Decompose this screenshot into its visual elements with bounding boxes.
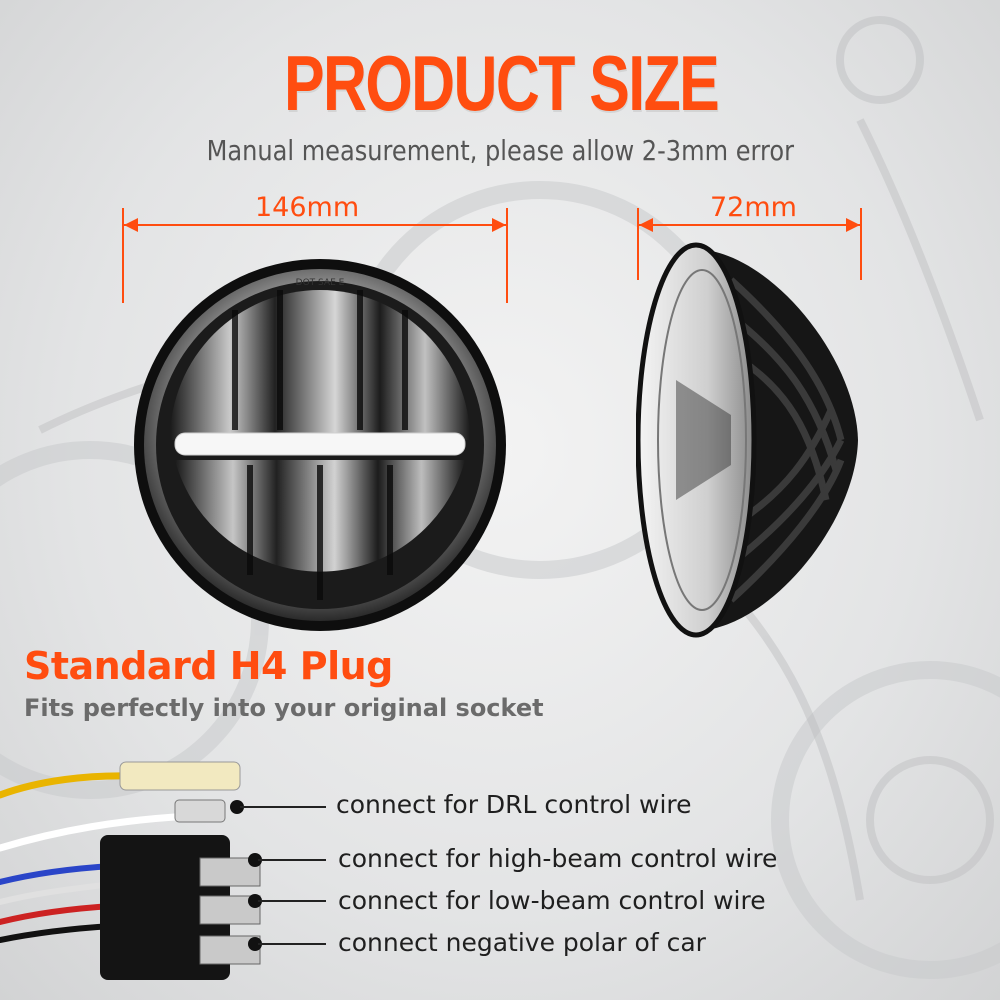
headlight-front-view-image: DOT SAE E: [134, 259, 506, 631]
depth-dimension-left-tick: [637, 208, 639, 280]
width-dimension-left-arrow: [124, 218, 138, 232]
width-dimension-right-tick: [506, 208, 508, 303]
plug-subheading: Fits perfectly into your original socket: [24, 694, 544, 722]
low-beam-callout-dot: [248, 894, 262, 908]
plug-heading: Standard H4 Plug: [24, 644, 393, 688]
drl-callout-dot: [230, 800, 244, 814]
depth-dimension-right-arrow: [846, 218, 860, 232]
width-dimension-label: 146mm: [255, 192, 360, 223]
headlight-side-view-image: [636, 242, 858, 638]
drl-callout-line: [240, 806, 326, 808]
depth-dimension-right-tick: [860, 208, 862, 280]
negative-callout-line: [258, 943, 326, 945]
low-beam-callout-label: connect for low-beam control wire: [338, 886, 766, 915]
page-subtitle: Manual measurement, please allow 2-3mm e…: [206, 134, 794, 167]
depth-dimension-line: [639, 224, 860, 226]
high-beam-callout-dot: [248, 853, 262, 867]
h4-plug-housing: [100, 835, 230, 980]
lamp-markings: DOT SAE E: [296, 278, 345, 288]
h4-plug-image: [0, 761, 261, 980]
drl-callout-label: connect for DRL control wire: [336, 790, 692, 819]
high-beam-callout-label: connect for high-beam control wire: [338, 844, 778, 873]
low-beam-callout-line: [258, 900, 326, 902]
width-dimension-left-tick: [122, 208, 124, 303]
drl-connector: [119, 761, 241, 791]
depth-dimension-left-arrow: [639, 218, 653, 232]
width-dimension-right-arrow: [492, 218, 506, 232]
high-beam-callout-line: [258, 859, 326, 861]
negative-callout-dot: [248, 937, 262, 951]
width-dimension-line: [124, 224, 506, 226]
negative-callout-label: connect negative polar of car: [338, 928, 706, 957]
page-title: PRODUCT SIZE: [283, 39, 720, 127]
depth-dimension-label: 72mm: [710, 192, 797, 223]
